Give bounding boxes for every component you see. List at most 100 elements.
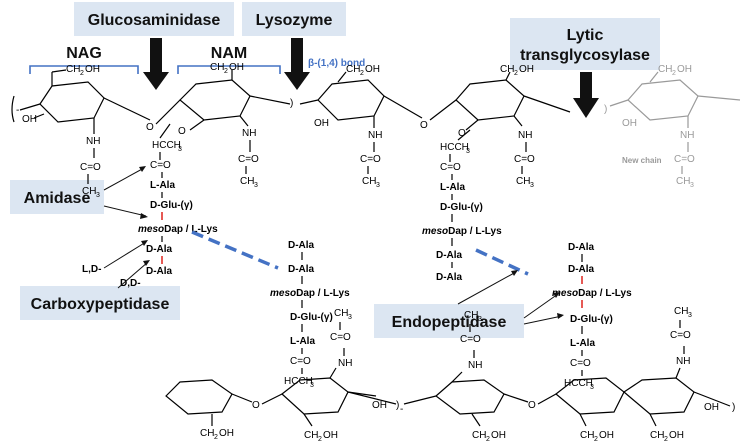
svg-text:-: - [400, 404, 403, 415]
nam-ring-1 [179, 79, 251, 121]
svg-text:CH: CH [200, 428, 214, 439]
svg-text:D-Glu-(γ): D-Glu-(γ) [150, 200, 193, 211]
carboxypeptidase-box [20, 286, 180, 320]
svg-text:OH: OH [519, 64, 534, 75]
amidase-label: Amidase [24, 190, 91, 207]
svg-text:C=O: C=O [460, 334, 481, 345]
nag-ring-1 [39, 81, 105, 123]
svg-text:OH: OH [704, 402, 719, 413]
svg-text:NH: NH [368, 130, 382, 141]
svg-text:3: 3 [690, 182, 694, 189]
svg-text:NH: NH [242, 128, 256, 139]
endopeptidase-arrows [457, 270, 564, 325]
crosslink-left [191, 230, 279, 270]
svg-text:D-Ala: D-Ala [288, 264, 315, 275]
nag-label: NAG [66, 45, 102, 62]
svg-text:-: - [16, 105, 19, 116]
svg-text:C=O: C=O [360, 154, 381, 165]
lytic-transglycosylase-box [510, 18, 660, 70]
svg-text:CH: CH [82, 186, 96, 197]
svg-text:3: 3 [310, 382, 314, 389]
ld-label: L,D- [82, 264, 101, 275]
lysozyme-label: Lysozyme [256, 12, 333, 29]
svg-text:CH: CH [580, 430, 594, 441]
svg-text:OH: OH [599, 430, 614, 441]
svg-text:CH: CH [334, 308, 348, 319]
svg-text:O: O [146, 122, 154, 133]
svg-text:2: 2 [594, 436, 598, 443]
svg-text:D-Glu-(γ): D-Glu-(γ) [570, 314, 613, 325]
svg-text:D-Ala: D-Ala [568, 242, 595, 253]
svg-text:OH: OH [323, 430, 338, 441]
svg-text:NH: NH [518, 130, 532, 141]
svg-text:D-Ala: D-Ala [436, 272, 463, 283]
svg-text:2: 2 [318, 436, 322, 443]
lytic-label-line1: Lytic [567, 27, 604, 44]
svg-text:L-Ala: L-Ala [570, 338, 595, 349]
bottom-right-peptide-stem: D-Ala D-Ala mesoDap / L-Lys D-Glu-(γ) L-… [552, 242, 632, 391]
svg-text:D-Glu-(γ): D-Glu-(γ) [440, 202, 483, 213]
svg-text:HCCH: HCCH [152, 140, 181, 151]
svg-text:C=O: C=O [80, 162, 101, 173]
svg-text:CH: CH [676, 176, 690, 187]
svg-text:C=O: C=O [290, 356, 311, 367]
svg-text:3: 3 [688, 312, 692, 319]
svg-text:2: 2 [80, 70, 84, 77]
svg-text:3: 3 [178, 146, 182, 153]
svg-text:HCCH: HCCH [440, 142, 469, 153]
svg-text:C=O: C=O [570, 358, 591, 369]
svg-text:CH: CH [210, 62, 224, 73]
endopeptidase-box [374, 304, 524, 338]
svg-text:CH: CH [464, 310, 478, 321]
nag-bracket [29, 65, 139, 74]
svg-text:OH: OH [365, 64, 380, 75]
svg-text:CH: CH [516, 176, 530, 187]
svg-text:C=O: C=O [150, 160, 171, 171]
nam-ring-2 [455, 79, 525, 121]
nag-ring-2 [317, 79, 385, 121]
svg-text:O: O [252, 400, 260, 411]
svg-text:C=O: C=O [238, 154, 259, 165]
endopeptidase-label: Endopeptidase [392, 314, 507, 331]
new-chain-label: New chain [622, 156, 662, 165]
svg-text:CH: CH [346, 64, 360, 75]
new-chain-ring [627, 79, 699, 121]
svg-text:OH: OH [229, 62, 244, 73]
svg-text:3: 3 [254, 182, 258, 189]
dd-label: D,D- [120, 278, 141, 289]
svg-text:NH: NH [680, 130, 694, 141]
svg-text:L-Ala: L-Ala [290, 336, 315, 347]
nam-bracket [177, 65, 281, 74]
svg-text:NH: NH [468, 360, 482, 371]
svg-text:C=O: C=O [514, 154, 535, 165]
amidase-box [10, 180, 104, 214]
svg-text:O: O [420, 120, 428, 131]
svg-text:C=O: C=O [674, 154, 695, 165]
svg-text:NH: NH [676, 356, 690, 367]
svg-text:C=O: C=O [330, 332, 351, 343]
svg-text:): ) [604, 104, 607, 115]
svg-text:CH: CH [240, 176, 254, 187]
svg-text:D-Ala: D-Ala [288, 240, 315, 251]
svg-text:CH: CH [650, 430, 664, 441]
svg-text:2: 2 [514, 70, 518, 77]
svg-text:HCCH: HCCH [564, 378, 593, 389]
svg-text:3: 3 [376, 182, 380, 189]
svg-text:OH: OH [622, 118, 637, 129]
svg-text:D-Ala: D-Ala [436, 250, 463, 261]
svg-text:mesoDap / L-Lys: mesoDap / L-Lys [552, 288, 632, 299]
svg-text:OH: OH [669, 430, 684, 441]
svg-text:OH: OH [22, 114, 37, 125]
beta-bond-label: β-(1,4) bond [308, 58, 365, 69]
carboxypeptidase-arrows [103, 240, 150, 289]
svg-text:O: O [458, 128, 466, 139]
svg-text:): ) [396, 400, 399, 411]
svg-text:L-Ala: L-Ala [440, 182, 465, 193]
amidase-arrows [103, 166, 148, 219]
svg-text:2: 2 [486, 436, 490, 443]
